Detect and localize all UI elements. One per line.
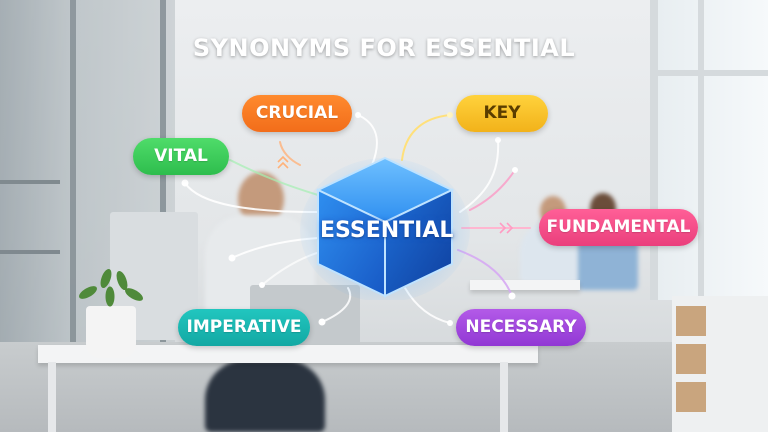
synonym-crucial: CRUCIAL [242,95,352,132]
connector-crucial-glow [279,141,301,166]
shelf [0,250,60,254]
shelf [0,180,60,184]
connector-node [259,282,265,288]
connector-node [228,254,236,262]
connector-node [512,167,518,173]
connector-node [318,318,326,326]
connector-node [447,320,453,326]
connector-key [401,114,451,161]
cabinet-drawer [676,306,706,336]
plant-pot [86,306,136,358]
connector-key-3 [469,169,516,211]
connector-node [181,179,189,187]
synonym-vital: VITAL [133,138,229,175]
synonym-fundamental: FUNDAMENTAL [539,209,698,246]
connector-necessary-2 [457,249,513,297]
right-window [650,0,768,300]
center-label: ESSENTIAL [320,218,454,243]
person-legs [205,360,325,432]
connector-key-2 [459,139,500,213]
chevron-up-icon [277,155,289,169]
desk-leg [48,362,56,432]
synonym-imperative: IMPERATIVE [178,309,310,346]
window-mullion [698,0,704,300]
connector-node [508,292,516,300]
essential-cube [300,156,470,300]
synonym-key: KEY [456,95,548,132]
connector-node [447,112,453,118]
cube-right-face [384,188,453,298]
connector-vital [184,182,319,213]
chevron-right-icon [499,222,514,234]
connector-vital-2 [229,159,319,196]
desk-leg [500,362,508,432]
connector-node [355,112,361,118]
window-mullion [658,70,768,76]
cabinet-drawer [676,382,706,412]
diagram-title: SYNONYMS FOR ESSENTIAL [192,34,576,62]
synonym-necessary: NECESSARY [456,309,586,346]
cabinet-drawer [676,344,706,374]
cabinet [672,296,768,432]
desk [470,280,580,290]
connector-node [495,137,501,143]
partition-frame [70,0,76,432]
desk [38,345,538,363]
